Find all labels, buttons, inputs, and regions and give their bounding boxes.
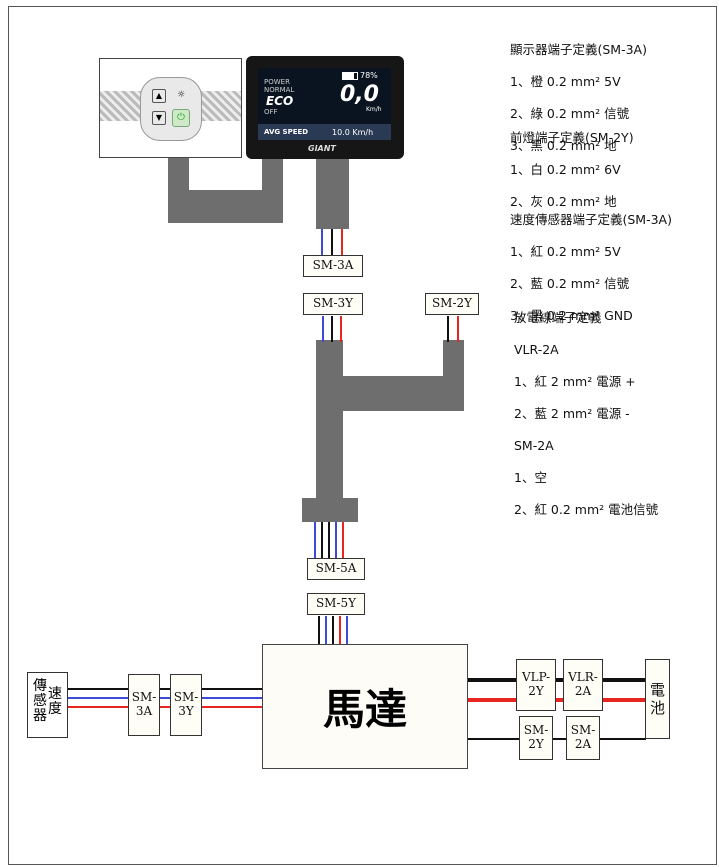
connector-sm3y-top: SM-3Y bbox=[303, 293, 363, 315]
wire-5a-black1 bbox=[321, 522, 323, 558]
speed-value: 0,0 bbox=[340, 82, 379, 107]
display-terminal-line: 2、綠 0.2 mm² 信號 bbox=[510, 106, 630, 121]
sensor-terminal-title: 速度傳感器端子定義(SM-3A) bbox=[510, 212, 672, 227]
connector-sm3a-top: SM-3A bbox=[303, 255, 363, 277]
harness-junction-block bbox=[302, 498, 358, 522]
sensor-label-col1: 傳 感 器 bbox=[33, 678, 47, 724]
wire-5a-blue bbox=[314, 522, 316, 558]
connector-sm2y-top: SM-2Y bbox=[425, 293, 479, 315]
headlight-terminal-line: 1、白 0.2 mm² 6V bbox=[510, 162, 621, 177]
wire-5y-black2 bbox=[332, 616, 334, 646]
headlight-terminal-notes: 前燈端子定義(SM-2Y) 1、白 0.2 mm² 6V 2、灰 0.2 mm²… bbox=[510, 114, 634, 226]
headlight-harness bbox=[443, 340, 464, 411]
mode-power: POWER bbox=[264, 78, 290, 86]
connector-sm5y: SM-5Y bbox=[307, 593, 365, 615]
wire-power-red bbox=[468, 698, 646, 702]
connector-sm2a-right: SM- 2A bbox=[566, 716, 600, 760]
main-harness-vertical bbox=[316, 340, 343, 502]
wire-sensor-blue bbox=[68, 697, 264, 699]
mode-eco: ECO bbox=[266, 94, 294, 108]
connector-vlr2a: VLR- 2A bbox=[563, 659, 603, 711]
discharge-terminal-line: VLR-2A bbox=[514, 342, 559, 357]
discharge-terminal-line: 1、紅 2 mm² 電源 + bbox=[514, 374, 636, 389]
discharge-terminal-line: 2、紅 0.2 mm² 電池信號 bbox=[514, 502, 659, 517]
sensor-terminal-line: 3、黑 0.2 mm² GND bbox=[510, 308, 633, 323]
remote-body bbox=[140, 77, 202, 141]
remote-power-button[interactable]: ⏻ bbox=[172, 109, 190, 127]
avg-speed-bar bbox=[258, 124, 391, 140]
wire-5a-black2 bbox=[328, 522, 330, 558]
avg-speed-label: AVG SPEED bbox=[264, 128, 309, 136]
connector-sm5a: SM-5A bbox=[307, 558, 365, 580]
display-screen: POWER NORMAL ECO OFF 78% 0,0 Km/h AVG SP… bbox=[258, 68, 391, 140]
remote-light-button[interactable]: ☼ bbox=[176, 90, 186, 100]
remote-harness-left bbox=[168, 157, 189, 193]
wire-5a-red bbox=[342, 522, 344, 558]
display-unit: POWER NORMAL ECO OFF 78% 0,0 Km/h AVG SP… bbox=[246, 56, 404, 159]
display-terminal-line: 1、橙 0.2 mm² 5V bbox=[510, 74, 621, 89]
discharge-terminal-line: 2、藍 2 mm² 電源 - bbox=[514, 406, 630, 421]
connector-sm3y-left: SM- 3Y bbox=[170, 674, 202, 736]
wire-5y-red bbox=[339, 616, 341, 646]
connector-sm3a-left: SM- 3A bbox=[128, 674, 160, 736]
wire-display-blue bbox=[321, 229, 323, 257]
wire-sm3y-blue bbox=[322, 316, 324, 342]
wire-display-black bbox=[331, 229, 333, 257]
discharge-terminal-line: SM-2A bbox=[514, 438, 554, 453]
headlight-terminal-title: 前燈端子定義(SM-2Y) bbox=[510, 130, 634, 145]
wire-signal-black bbox=[468, 738, 646, 740]
wire-display-red bbox=[341, 229, 343, 257]
handlebar-remote: ▲ ▼ ☼ ⏻ bbox=[99, 58, 242, 158]
sensor-label-col2: 速 度 bbox=[48, 686, 62, 717]
display-cable bbox=[316, 159, 349, 229]
wire-5y-blue2 bbox=[346, 616, 348, 646]
discharge-terminal-notes: 放電線端子定義 VLR-2A 1、紅 2 mm² 電源 + 2、藍 2 mm² … bbox=[514, 294, 658, 534]
display-terminal-notes: 顯示器端子定義(SM-3A) 1、橙 0.2 mm² 5V 2、綠 0.2 mm… bbox=[510, 26, 647, 170]
display-terminal-title: 顯示器端子定義(SM-3A) bbox=[510, 42, 647, 57]
remote-down-button[interactable]: ▼ bbox=[152, 111, 166, 125]
avg-speed-value: 10.0 Km/h bbox=[332, 128, 374, 137]
sensor-terminal-line: 1、紅 0.2 mm² 5V bbox=[510, 244, 621, 259]
mode-normal: NORMAL bbox=[264, 86, 295, 94]
battery-block: 電 池 bbox=[645, 659, 670, 739]
wire-sm2y-black bbox=[447, 316, 449, 342]
remote-up-button[interactable]: ▲ bbox=[152, 89, 166, 103]
speed-sensor-block: 傳 感 器 速 度 bbox=[27, 672, 68, 738]
sensor-terminal-notes: 速度傳感器端子定義(SM-3A) 1、紅 0.2 mm² 5V 2、藍 0.2 … bbox=[510, 196, 672, 340]
motor-block: 馬達 bbox=[262, 644, 468, 769]
brand-logo: GIANT bbox=[308, 144, 336, 153]
discharge-terminal-line: 1、空 bbox=[514, 470, 547, 485]
discharge-terminal-title: 放電線端子定義 bbox=[514, 310, 602, 325]
wire-sm3y-red bbox=[340, 316, 342, 342]
display-terminal-line: 3、黑 0.2 mm² 地 bbox=[510, 138, 617, 153]
sensor-terminal-line: 2、藍 0.2 mm² 信號 bbox=[510, 276, 630, 291]
wire-power-black bbox=[468, 678, 646, 682]
connector-vlp2y: VLP- 2Y bbox=[516, 659, 556, 711]
wire-5y-blue bbox=[325, 616, 327, 646]
wire-sm3y-black bbox=[331, 316, 333, 342]
wire-sm2y-red bbox=[457, 316, 459, 342]
wire-sensor-red bbox=[68, 706, 264, 708]
headlight-terminal-line: 2、灰 0.2 mm² 地 bbox=[510, 194, 617, 209]
wire-5a-blue2 bbox=[335, 522, 337, 558]
mode-off: OFF bbox=[264, 108, 278, 116]
diagram-frame bbox=[8, 6, 717, 865]
connector-sm2y-right: SM- 2Y bbox=[519, 716, 553, 760]
battery-percent: 78% bbox=[360, 71, 378, 80]
wire-5y-black1 bbox=[318, 616, 320, 646]
remote-harness-right bbox=[262, 157, 283, 223]
main-harness-horizontal bbox=[316, 376, 464, 411]
speed-unit: Km/h bbox=[366, 106, 382, 113]
wire-sensor-black bbox=[68, 688, 264, 690]
battery-icon bbox=[342, 72, 358, 80]
